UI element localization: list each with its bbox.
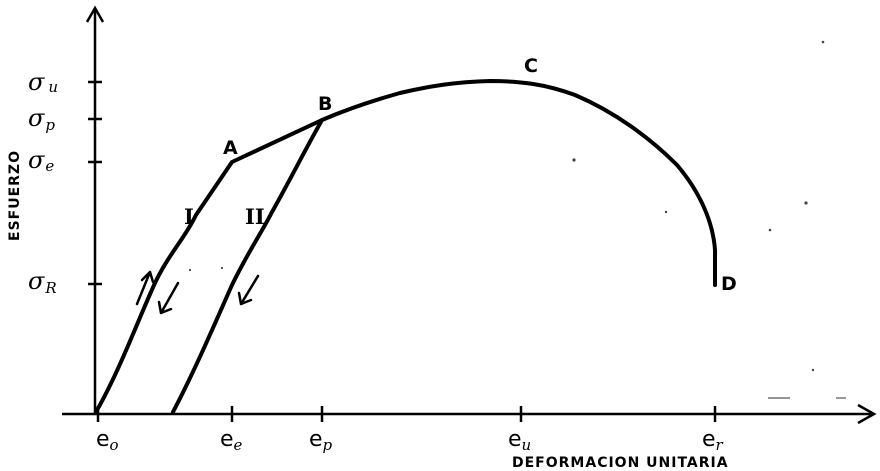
region-label-i: I <box>184 204 194 229</box>
scan-speck <box>821 40 825 44</box>
x-label-e-e: ee <box>220 427 243 454</box>
x-label-e-o: eo <box>96 427 119 454</box>
scan-speck <box>811 368 815 372</box>
x-axis-arrowhead <box>857 403 877 425</box>
scan-speck <box>188 268 192 272</box>
point-label-d: D <box>721 273 737 295</box>
scan-speck <box>804 201 808 205</box>
unloading-arrow-I <box>157 281 180 315</box>
unloading-arrow-II <box>237 274 260 306</box>
scan-speck <box>220 266 224 270</box>
loading-arrow <box>135 270 155 306</box>
x-label-e-u: eu <box>508 427 531 454</box>
scan-speck <box>768 228 772 232</box>
y-label-sigma-r: σR <box>28 267 57 297</box>
point-label-c: C <box>524 55 538 77</box>
x-label-e-r: er <box>702 427 724 454</box>
region-label-ii: II <box>245 204 265 229</box>
unloading-curve <box>171 118 324 414</box>
y-axis-arrowhead <box>85 5 105 23</box>
y-label-sigma-e: σe <box>28 146 54 175</box>
stress-strain-curve <box>94 79 717 414</box>
y-axis-title: ESFUERZO <box>7 150 23 241</box>
x-label-e-p: ep <box>309 427 333 454</box>
scan-speck <box>572 158 576 162</box>
point-label-a: A <box>223 137 238 159</box>
y-label-sigma-p: σp <box>28 104 55 134</box>
x-axis-title: DEFORMACION UNITARIA <box>512 455 729 471</box>
point-label-b: B <box>318 93 332 115</box>
scan-speck <box>664 210 668 214</box>
